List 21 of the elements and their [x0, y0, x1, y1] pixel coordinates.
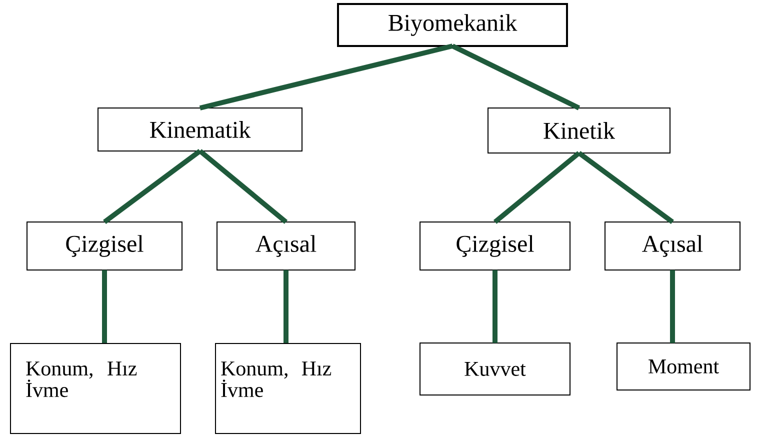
text-box: Kinetik: [488, 108, 670, 154]
connector-line: [493, 151, 581, 224]
text-box: Biyomekanik: [337, 3, 568, 47]
connector-line: [670, 270, 675, 343]
text-box: Çizgisel: [26, 222, 182, 270]
text-box: Konum, Hız İvme: [10, 343, 181, 434]
connector-line: [451, 44, 580, 110]
connector-line: [492, 270, 498, 343]
text-box: Kuvvet: [420, 342, 570, 396]
connector-line: [578, 150, 674, 224]
connector-line: [102, 270, 107, 343]
text-box: Moment: [616, 342, 750, 390]
text-box: Konum, Hız İvme: [215, 343, 361, 434]
connector-line: [198, 149, 288, 224]
connector-line: [103, 148, 202, 224]
connector-line: [199, 44, 454, 110]
text-box: Açısal: [216, 222, 356, 270]
text-box: Çizgisel: [420, 222, 570, 270]
text-box: Açısal: [604, 222, 740, 270]
text-box: Kinematik: [98, 108, 302, 152]
connector-line: [284, 270, 288, 343]
